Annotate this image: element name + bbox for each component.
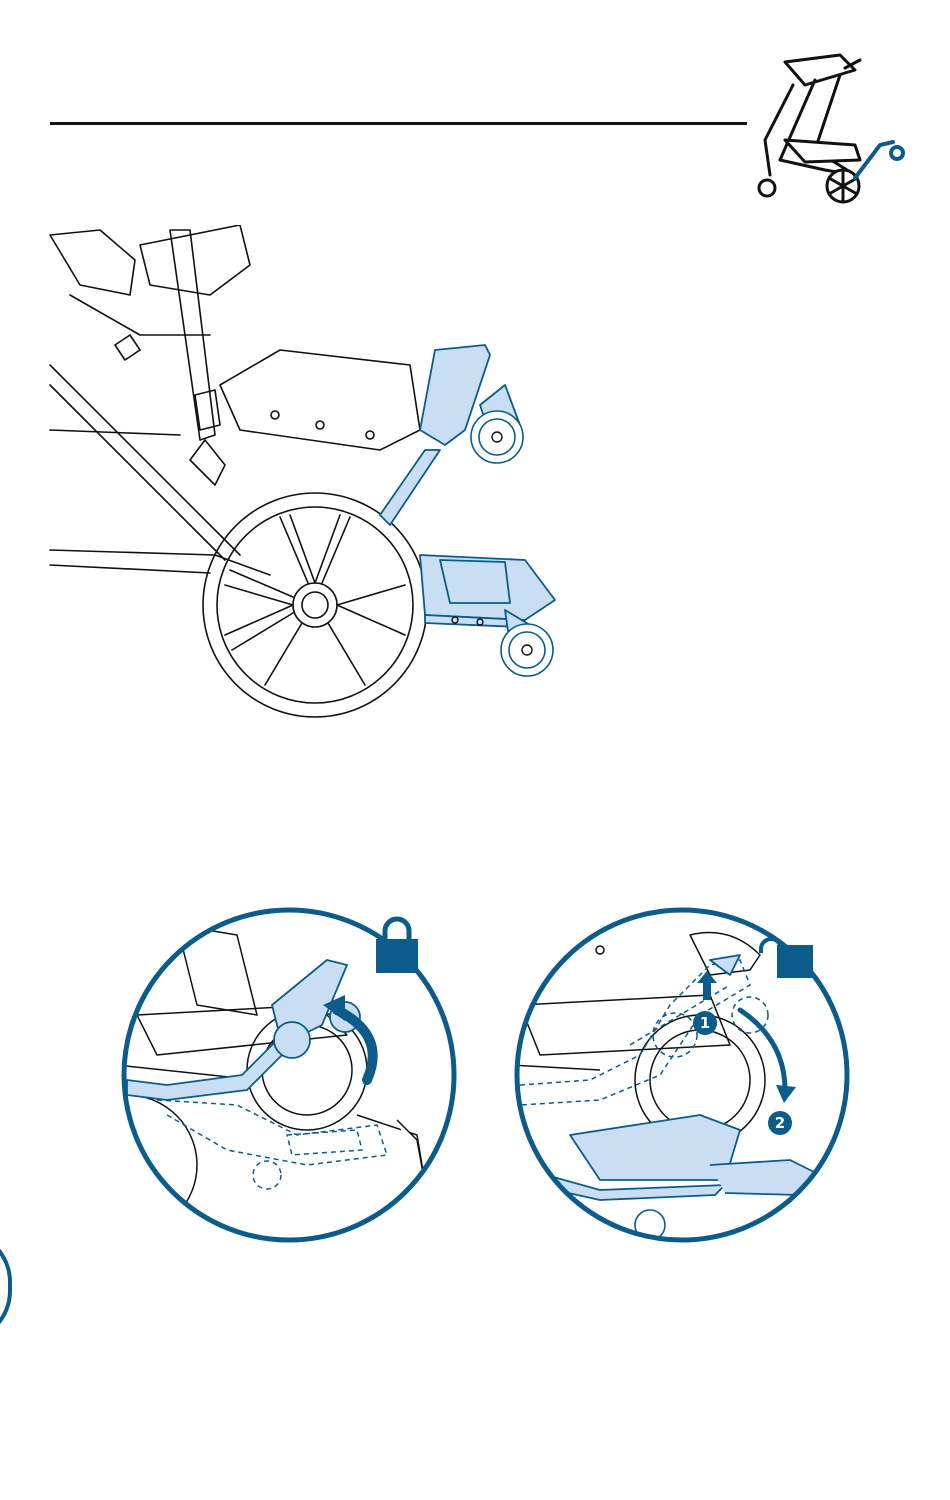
lock-open-icon	[755, 935, 815, 980]
step-1-badge: 1	[693, 1011, 717, 1035]
stroller-with-board-icon	[745, 50, 915, 210]
stroller-rear-wheel-with-ride-board	[40, 225, 580, 730]
step-2-badge: 2	[768, 1111, 792, 1135]
page-edge-tab	[0, 1230, 12, 1343]
header-rule	[50, 122, 747, 125]
lock-closed-icon	[372, 915, 422, 975]
